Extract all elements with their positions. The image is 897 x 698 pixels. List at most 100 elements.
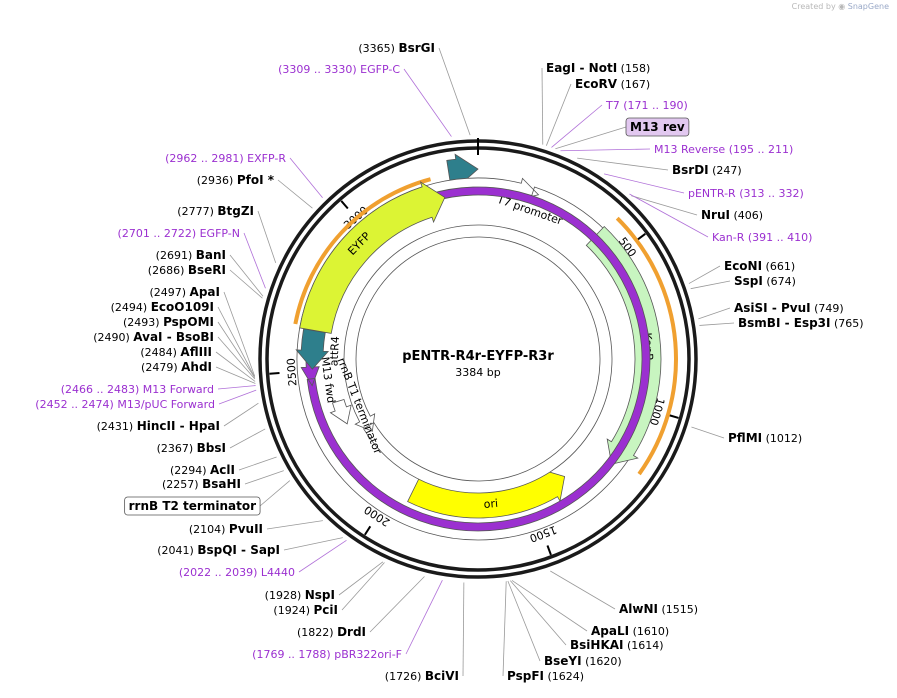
site-label-kan-r: Kan-R (391 .. 410) [712,231,812,244]
leader-line [341,562,385,611]
leader-line [550,570,616,610]
feature-label-m13-fwd: M13 fwd [318,356,337,404]
site-label-bseyi: BseYI (1620) [544,654,622,668]
leader-line [257,210,277,263]
site-label-t7: T7 (171 .. 190) [605,99,688,112]
site-label-eagi: EagI - NotI (158) [546,61,650,75]
site-label-bcivi: (1726) BciVI [385,669,459,683]
leader-line [541,67,544,145]
leader-line [507,580,541,662]
plasmid-name: pENTR-R4r-EYFP-R3r [402,349,554,364]
site-label-acli: (2294) AclI [170,463,235,477]
site-label-m13-puc-forward: (2452 .. 2474) M13/pUC Forward [35,398,215,411]
label-leaders [215,47,735,677]
site-label-pbr322ori-f: (1769 .. 1788) pBR322ori-F [252,648,402,661]
site-label-bspqi: (2041) BspQI - SapI [157,543,280,557]
cds-highlight [615,216,678,476]
site-label-pcii: (1924) PciI [273,603,338,617]
site-label-hincii: (2431) HincII - HpaI [97,419,220,433]
leader-line [259,480,291,507]
leader-line [690,280,731,290]
feature-rrnb-t2-terminator [343,224,613,494]
ruler-tick [546,545,552,556]
site-label-bsihkai: BsiHKAI (1614) [570,638,664,652]
site-label-pfoi: (2936) PfoI * [197,173,275,187]
leader-line [511,580,588,632]
site-label-m13-reverse: M13 Reverse (195 .. 211) [654,143,793,156]
leader-line [215,366,256,384]
leader-line [405,579,443,655]
site-label-bsrdi: BsrDI (247) [672,163,742,177]
leader-line [229,254,264,297]
leader-line [223,291,256,377]
ruler-label: 2500 [284,358,299,387]
leader-line [510,580,567,646]
leader-line [551,104,603,148]
site-label-bsahi: (2257) BsaHI [162,477,241,491]
snapgene-logo-icon: ◉ [838,2,846,11]
leader-line [688,265,721,284]
site-label-apai: (2497) ApaI [149,285,220,299]
site-label-pspfi: PspFI (1624) [507,669,584,683]
leader-line [698,307,731,320]
leader-line [462,582,465,677]
site-label-drdi: (1822) DrdI [297,625,366,639]
feature-rrnb-t1-terminator [329,398,352,425]
ruler-tick [340,200,349,210]
site-label-btgzi: (2777) BtgZI [177,204,254,218]
leader-line [218,389,257,405]
site-label-bsrgi: (3365) BsrGI [358,41,435,55]
leader-line [403,68,452,137]
leader-line [560,148,651,152]
feature-label-attr4: attR4 [327,336,342,367]
site-label-econi: EcoNI (661) [724,259,795,273]
label-box [625,117,690,137]
feature-label-ori: ori [483,497,498,511]
site-label-nrui: NruI (406) [701,208,763,222]
site-label-bsmbi: BsmBI - Esp3I (765) [738,316,864,330]
leader-line [298,539,347,573]
leader-line [545,83,572,146]
site-label-bbsi: (2367) BbsI [157,441,226,455]
site-label-egfp-n: (2701 .. 2722) EGFP-N [118,227,240,240]
site-label-ahdi: (2479) AhdI [141,360,212,374]
site-label-ecorv: EcoRV (167) [575,77,650,91]
leader-line [699,322,735,326]
leader-line [502,581,507,677]
leader-line [438,47,471,136]
feature-eyfp [299,181,446,334]
leader-line [555,126,627,150]
plasmid-size: 3384 bp [455,366,500,379]
site-label-ecoo109i: (2494) EcoO109I [111,300,214,314]
label-box [124,496,261,516]
leader-line [691,426,725,439]
leader-line [277,179,313,209]
leader-line [244,470,284,485]
site-label-bani: (2691) BanI [156,248,226,262]
site-label-avai: (2490) AvaI - BsoBI [93,330,214,344]
site-label-m13-rev: M13 rev [630,120,685,134]
site-label-rrnb-t2-terminator: rrnB T2 terminator [129,499,256,513]
plasmid-center: pENTR-R4r-EYFP-R3r 3384 bp [402,349,554,379]
site-label-alwni: AlwNI (1515) [619,602,698,616]
site-label-pvuii: (2104) PvuII [189,522,263,536]
leader-line [289,157,323,198]
leader-line [223,402,259,427]
leader-line [631,195,698,216]
leader-line [369,576,425,633]
leader-line [266,520,323,530]
leader-line [603,173,685,194]
features: attR3T7 promoterKanRorirrnB T1 terminato… [295,153,662,541]
site-label-exfp-r: (2962 .. 2981) EXFP-R [165,152,286,165]
site-label-bseri: (2686) BseRI [148,263,226,277]
site-label-pspomi: (2493) PspOMI [123,315,214,329]
leader-line [577,157,669,171]
leader-line [229,269,263,299]
ruler-tick [269,372,280,375]
site-label-asisi: AsiSI - PvuI (749) [734,301,844,315]
cds-highlight [293,177,432,325]
leader-line [338,561,384,596]
leader-line [217,306,256,378]
site-label-pflmi: PflMI (1012) [728,431,802,445]
